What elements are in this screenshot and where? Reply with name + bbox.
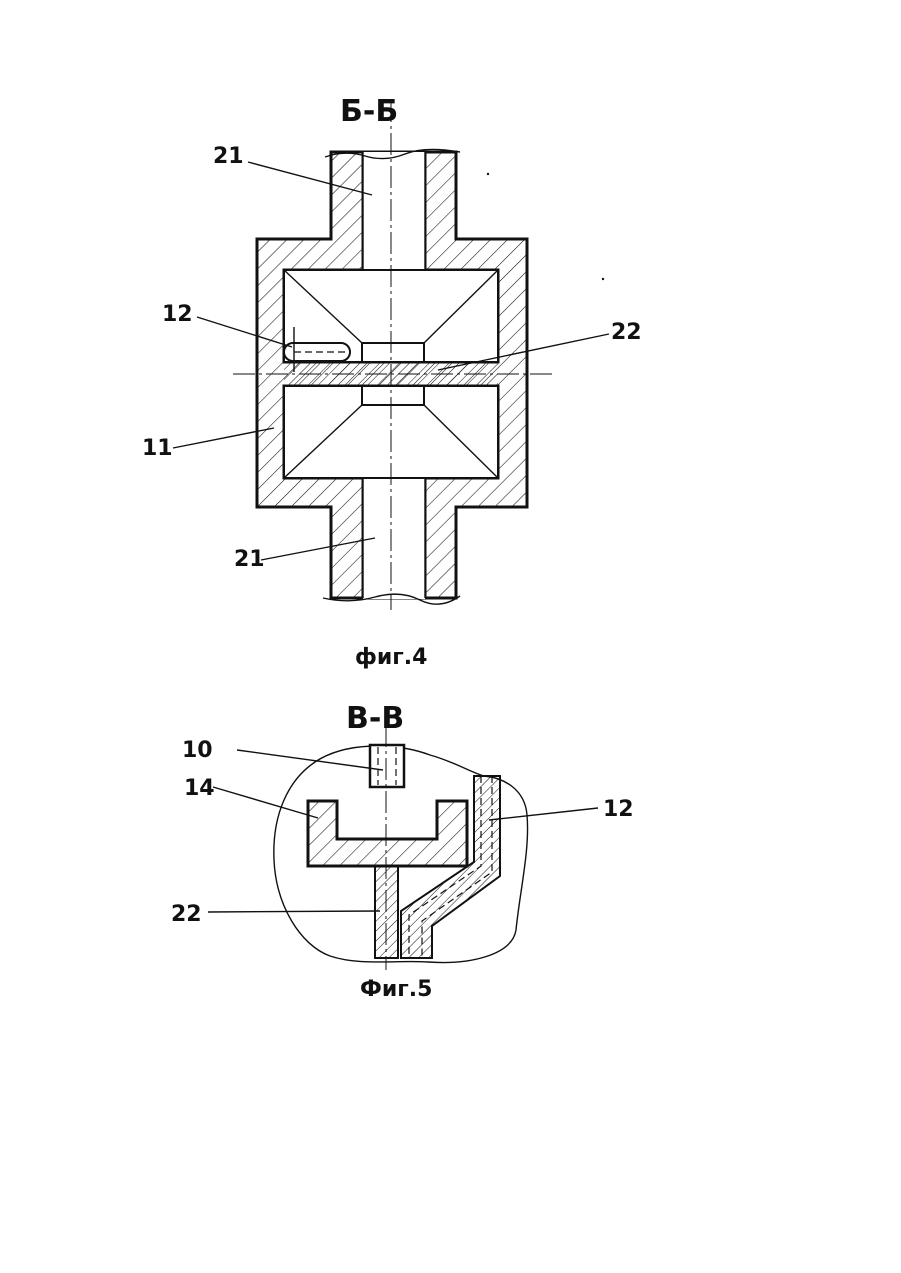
fig4-label-channel: 12 xyxy=(162,302,193,327)
fig4-caption: фиг.4 xyxy=(355,645,427,670)
fig5-label-bracket: 14 xyxy=(184,776,215,801)
fig5-section-title: В-В xyxy=(346,701,404,736)
fig5-label-plate: 22 xyxy=(171,902,202,927)
figure-5: В-В 10 14 12 22 Фиг.5 xyxy=(171,701,634,1002)
fig4-label-housing: 11 xyxy=(142,436,173,461)
fig4-label-bottom-pipe: 21 xyxy=(234,547,265,572)
fig5-label-channel: 12 xyxy=(603,797,634,822)
figure-4: Б-Б xyxy=(142,94,642,670)
fig5-caption: Фиг.5 xyxy=(360,977,432,1002)
fig5-label-rod: 10 xyxy=(182,738,213,763)
fig4-section-title: Б-Б xyxy=(340,94,398,129)
fig5-rod xyxy=(370,745,404,787)
fig4-label-top-pipe: 21 xyxy=(213,144,244,169)
fig5-bracket xyxy=(308,801,467,866)
fig4-label-plate: 22 xyxy=(611,320,642,345)
